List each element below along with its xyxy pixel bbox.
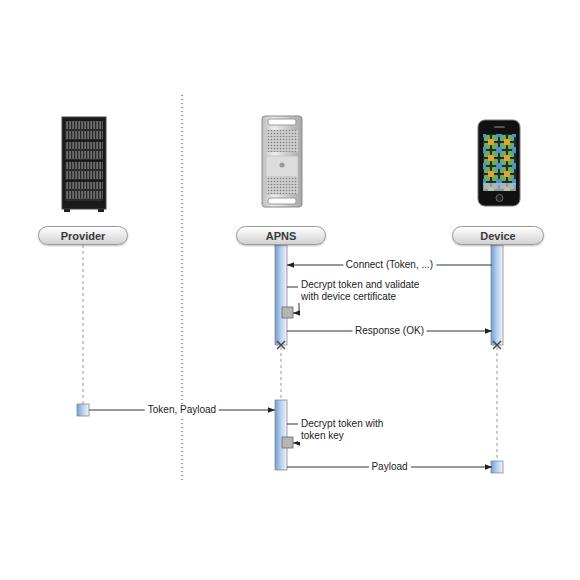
tower-grille [266,176,298,194]
iphone [478,120,520,206]
tower-panel [266,156,298,194]
tower-body [262,116,302,207]
phone-dock [483,183,516,191]
lifeline [83,245,84,404]
rack-divider [65,180,103,182]
lifeline-header: Provider [38,226,128,245]
activation-bar [275,245,287,345]
phone-apps [483,134,516,191]
self-call-box [282,307,293,318]
rack-body [62,117,106,209]
phone-speaker [494,126,505,128]
lifeline-header: APNS [236,226,326,245]
message-label: Payload [368,461,410,473]
activation-box [77,404,89,416]
participant-name: APNS [266,230,297,242]
phone-home-button [496,195,503,202]
termination-stroke [493,341,501,349]
rack-divider [65,160,103,162]
tower-logo [280,163,285,168]
self-call-box [282,437,293,448]
activation-bar [491,245,503,345]
termination-stroke [277,341,285,349]
termination-stroke [277,341,285,349]
phone-screen [483,134,516,191]
dotted-separator [181,95,182,482]
message-label: Token, Payload [145,404,219,416]
self-message-label: Decrypt token with token key [298,418,404,442]
lifeline-header: Device [452,226,544,245]
tower-handle [268,198,296,204]
activation-box [491,461,503,473]
message-label: Connect (Token, ...) [343,259,436,271]
tower-handle [268,119,296,125]
message-label: Response (OK) [352,325,427,337]
rack-foot [64,209,70,212]
termination-stroke [493,341,501,349]
participant-name: Device [480,230,515,242]
rack-front [65,121,103,201]
mac-pro-tower [262,116,302,207]
tower-grille [266,130,298,152]
participant-name: Provider [61,230,106,242]
rack-divider [65,140,103,142]
self-message-label: Decrypt token and validate with device c… [298,279,439,303]
rack-foot [98,209,104,212]
server-rack [62,117,106,212]
activation-bar [275,400,287,470]
termination-mark [277,341,501,349]
phone-body [478,120,520,206]
